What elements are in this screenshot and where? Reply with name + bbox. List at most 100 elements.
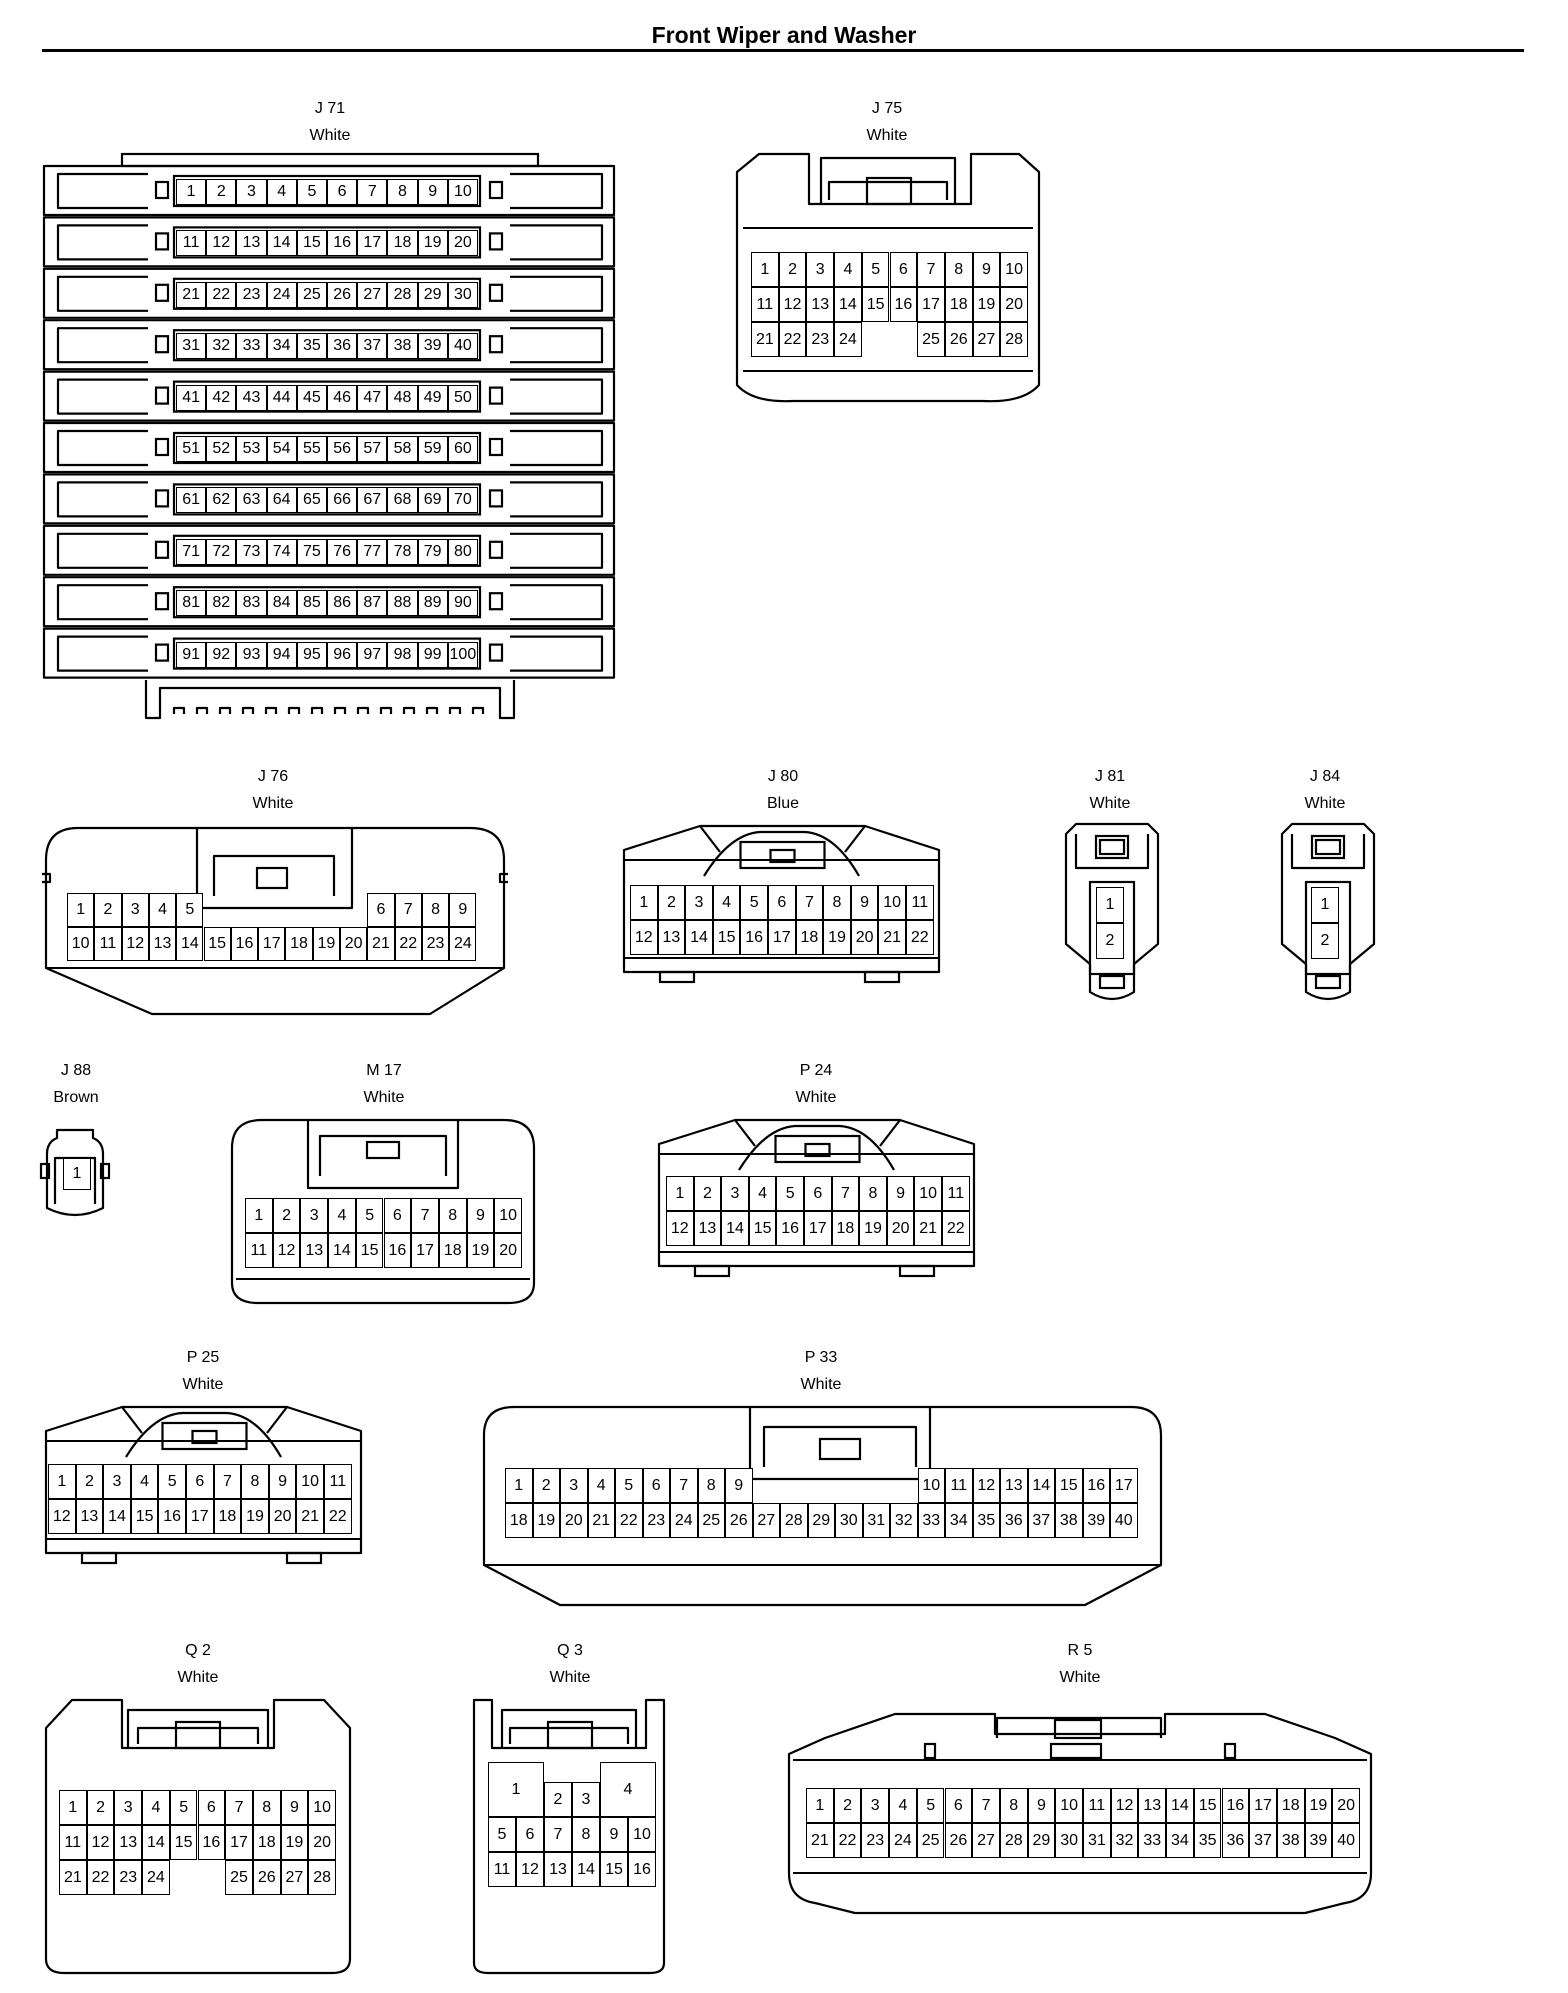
pin-cell: 21 (296, 1499, 324, 1534)
pin-cell: 34 (945, 1503, 973, 1538)
pin-cell: 8 (241, 1464, 269, 1499)
pin-cell: 13 (148, 927, 177, 961)
connector-outline (1064, 822, 1160, 1001)
pin-cell: 21 (806, 1823, 834, 1858)
pin-cell: 19 (823, 920, 851, 955)
pin-cell: 33 (917, 1503, 945, 1538)
pin-cell: 25 (296, 281, 327, 308)
pin-cell: 1 (63, 1158, 91, 1190)
pin-cell: 32 (1110, 1823, 1139, 1858)
pin-cell: 18 (285, 927, 313, 961)
connector-outline (1280, 822, 1376, 1001)
pin-cell: 23 (642, 1503, 670, 1538)
pin-cell: 52 (206, 436, 237, 462)
connector-color: White (800, 1376, 842, 1393)
connector-J88: J 88 Brown 1 (35, 1062, 115, 1218)
pin-cell: 2 (1096, 923, 1124, 959)
connector-name: Q 2 (185, 1642, 211, 1659)
pin-cell: 40 (1110, 1503, 1138, 1538)
connector-color: White (795, 1089, 837, 1106)
pin-cell: 63 (236, 487, 267, 514)
pin-cell: 58 (387, 436, 418, 462)
pin-cell: 6 (327, 179, 358, 205)
pin-cell: 11 (245, 1233, 273, 1268)
pin-cell: 73 (236, 538, 267, 565)
pin-cell: 14 (266, 230, 297, 257)
pin-cell: 4 (834, 252, 862, 287)
pin-cell: 19 (972, 287, 1001, 322)
pin-cell: 35 (1193, 1823, 1222, 1858)
pin-cell: 2 (272, 1198, 301, 1233)
pin-cell: 20 (886, 1211, 915, 1246)
pin-cell: 24 (449, 927, 477, 961)
pin-cell: 2 (778, 252, 807, 287)
pin-cell: 14 (572, 1852, 600, 1887)
pin-cell: 12 (272, 1233, 301, 1268)
connector-name: R 5 (1067, 1642, 1093, 1659)
pin-cell: 8 (421, 893, 450, 927)
pin-cell: 9 (886, 1176, 915, 1211)
pin-cell: 11 (176, 230, 207, 257)
pin-cell: 11 (751, 287, 779, 322)
pin-cell: 12 (48, 1499, 76, 1534)
pin-cell: 20 (340, 927, 368, 961)
pin-cell: 8 (944, 252, 973, 287)
pin-cell: 81 (176, 590, 207, 617)
pin-cell: 9 (1027, 1788, 1056, 1823)
pin-cell: 12 (121, 927, 149, 961)
pin-cell: 10 (914, 1176, 942, 1211)
connector-name: J 81 (1094, 768, 1126, 785)
pin-cell: 5 (296, 179, 327, 205)
pin-cell: 4 (600, 1762, 656, 1817)
pin-cell: 84 (266, 590, 297, 617)
pin-cell: 70 (447, 487, 478, 514)
pin-cell: 9 (600, 1817, 628, 1852)
pin-cell: 9 (850, 885, 879, 920)
pin-cell: 1 (751, 252, 779, 287)
pin-cell: 17 (917, 287, 945, 322)
pin-cell: 1 (59, 1790, 87, 1825)
connector-name: J 80 (767, 768, 799, 785)
pin-cell: 89 (417, 590, 448, 617)
pin-cell: 49 (417, 384, 448, 411)
connector-outline (44, 1698, 352, 1975)
connector-color: White (252, 795, 294, 812)
pin-cell: 7 (972, 1788, 1000, 1823)
pin-cell: 9 (449, 893, 477, 927)
pin-cell: 6 (804, 1176, 832, 1211)
pin-cell: 38 (387, 333, 418, 360)
pin-cell: 10 (308, 1790, 336, 1825)
pin-cell: 5 (169, 1790, 198, 1825)
pin-cell: 23 (421, 927, 450, 961)
pin-cell: 29 (417, 281, 448, 308)
pin-cell: 18 (795, 920, 824, 955)
pin-cell: 10 (628, 1817, 656, 1852)
connector-name: J 71 (314, 100, 346, 117)
pin-cell: 21 (367, 927, 395, 961)
connector-color: White (1304, 795, 1346, 812)
pin-cell: 75 (296, 538, 327, 565)
pin-cell: 37 (1249, 1823, 1277, 1858)
pin-cell: 23 (236, 281, 267, 308)
pin-cell: 11 (488, 1852, 516, 1887)
pin-cell: 9 (972, 252, 1001, 287)
pin-cell: 29 (1027, 1823, 1056, 1858)
pin-cell: 48 (387, 384, 418, 411)
pin-cell: 69 (417, 487, 448, 514)
pin-cell: 68 (387, 487, 418, 514)
pin-cell: 65 (296, 487, 327, 514)
pin-cell: 16 (628, 1852, 656, 1887)
pin-cell: 19 (280, 1825, 309, 1860)
pin-cell: 28 (387, 281, 418, 308)
pin-cell: 14 (685, 920, 713, 955)
pin-cell: 13 (544, 1852, 572, 1887)
pin-cell: 38 (1276, 1823, 1305, 1858)
connector-color: White (866, 127, 908, 144)
pin-cell: 6 (197, 1790, 226, 1825)
pin-cell: 21 (914, 1211, 942, 1246)
pin-cell: 5 (861, 252, 890, 287)
pin-cell: 6 (944, 1788, 973, 1823)
pin-cell: 25 (916, 1823, 945, 1858)
pin-cell: 3 (121, 893, 149, 927)
pin-cell: 16 (230, 927, 259, 961)
